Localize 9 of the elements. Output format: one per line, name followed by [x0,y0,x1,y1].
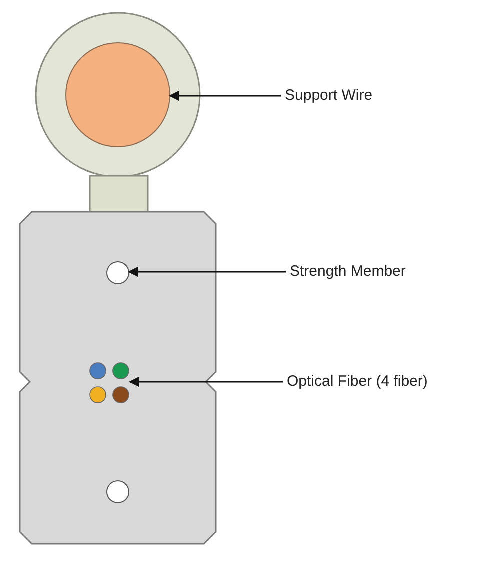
optical-fiber-group [90,362,130,404]
callout-label: Support Wire [285,87,373,105]
leader-line [128,376,283,388]
strength-member [106,262,130,284]
callout-label: Strength Member [290,263,406,281]
leader-line [168,90,281,102]
leader-line [128,266,286,278]
support-wire [66,42,170,148]
callout-label: Optical Fiber (4 fiber) [287,373,428,391]
